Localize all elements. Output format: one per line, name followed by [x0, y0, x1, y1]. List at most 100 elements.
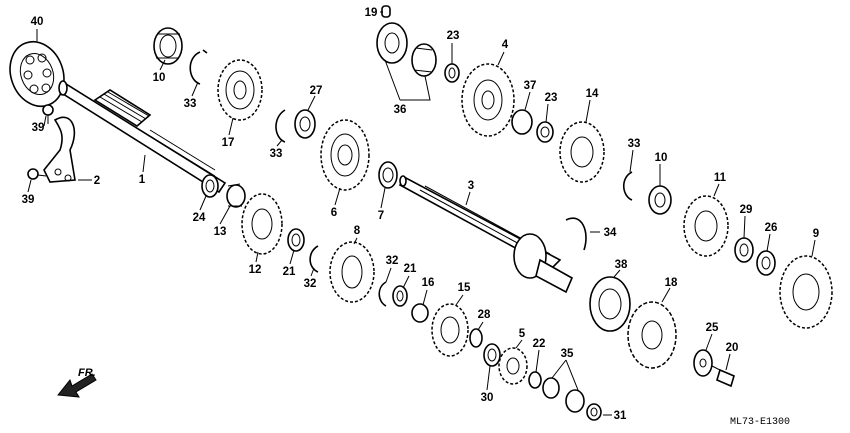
main-shaft-1	[58, 80, 227, 194]
washer-29	[734, 237, 754, 263]
callout-10-left: 10	[153, 72, 166, 84]
gear-12	[241, 193, 283, 255]
callout-30: 30	[481, 392, 494, 404]
callout-6: 6	[331, 207, 337, 219]
circlip-33-c	[622, 171, 633, 201]
leader-lines	[27, 11, 816, 416]
bearing-40	[9, 40, 65, 108]
snap-ring-34	[565, 217, 587, 251]
callout-8: 8	[354, 225, 361, 237]
bearing-35	[542, 377, 585, 413]
callout-17: 17	[222, 137, 235, 149]
callout-20: 20	[726, 342, 739, 354]
gear-6	[320, 119, 370, 191]
gear-4	[461, 63, 515, 137]
callout-1: 1	[139, 174, 146, 186]
callout-36: 36	[394, 104, 407, 116]
callout-14: 14	[586, 88, 599, 100]
callout-33-c: 33	[628, 138, 641, 150]
callout-15: 15	[458, 282, 471, 294]
washer-25	[693, 349, 713, 377]
callout-33-b: 33	[270, 148, 283, 160]
callout-39-upper: 39	[32, 122, 45, 134]
gear-11	[683, 195, 729, 257]
callout-37: 37	[524, 80, 537, 92]
gear-15	[431, 303, 469, 357]
callout-16: 16	[422, 277, 435, 289]
callout-38: 38	[615, 259, 628, 271]
circlip-32-a	[309, 245, 319, 273]
washer-24	[201, 174, 219, 198]
callout-12: 12	[249, 264, 262, 276]
callout-22: 22	[533, 338, 546, 350]
gear-8	[329, 241, 375, 303]
callout-28: 28	[478, 309, 491, 321]
front-direction-label: FR.	[78, 367, 96, 379]
washer-23-b	[536, 121, 554, 143]
bearing-38	[589, 276, 631, 332]
callout-21-b: 21	[404, 263, 417, 275]
callout-19: 19	[365, 7, 378, 19]
callout-7: 7	[378, 210, 384, 222]
callout-5: 5	[519, 328, 526, 340]
washer-26	[756, 250, 776, 276]
callout-39-lower: 39	[22, 194, 35, 206]
washer-23-a	[444, 63, 460, 83]
pin-19	[381, 5, 391, 18]
circlip-33-a	[189, 49, 208, 85]
callout-32-b: 32	[386, 255, 399, 267]
bolt-39-lower	[27, 168, 47, 180]
callout-33-a: 33	[184, 98, 197, 110]
callout-9: 9	[813, 228, 819, 240]
callout-4: 4	[502, 39, 509, 51]
callout-24: 24	[193, 212, 206, 224]
callout-31: 31	[614, 410, 627, 422]
washer-22	[528, 371, 542, 389]
callout-10-right: 10	[655, 152, 668, 164]
washer-31	[586, 403, 602, 421]
washer-30	[483, 343, 501, 367]
sprocket-18	[627, 301, 677, 369]
callout-13: 13	[214, 226, 227, 238]
bolt-39-upper	[42, 104, 54, 124]
callout-23-a: 23	[447, 30, 460, 42]
collar-10-right	[648, 185, 672, 215]
bolt-20	[711, 365, 735, 388]
washer-21-b	[392, 285, 408, 307]
callout-11: 11	[714, 172, 727, 184]
callout-labels: 40 10 33 17 27 33 6 7 1 2 39 39 24 13 12…	[22, 7, 820, 422]
bearing-36	[376, 22, 437, 77]
gear-9	[779, 255, 833, 329]
callout-32-a: 32	[304, 278, 317, 290]
callout-3: 3	[468, 180, 474, 192]
callout-18: 18	[665, 277, 678, 289]
collar-13	[226, 183, 246, 208]
washer-21-a	[287, 228, 305, 252]
callout-23-b: 23	[545, 92, 558, 104]
callout-26: 26	[765, 222, 778, 234]
callout-25: 25	[706, 322, 719, 334]
callout-35: 35	[561, 348, 574, 360]
gear-5	[498, 347, 528, 385]
circlip-32-b	[378, 281, 387, 307]
callout-27: 27	[310, 85, 323, 97]
callout-34: 34	[604, 227, 617, 239]
callout-2: 2	[94, 175, 100, 187]
washer-27	[294, 109, 316, 139]
countershaft-3	[398, 175, 574, 294]
collar-7	[378, 161, 398, 189]
callout-21-a: 21	[283, 266, 296, 278]
bearing-37	[511, 109, 533, 135]
gear-14	[559, 121, 605, 183]
collar-10-left	[153, 27, 183, 65]
front-direction-arrow	[57, 373, 97, 398]
gear-17	[217, 59, 263, 121]
diagram-code: ML73-E1300	[730, 417, 790, 428]
callout-29: 29	[740, 204, 753, 216]
callout-40: 40	[31, 16, 44, 28]
circlip-33-b	[275, 109, 286, 143]
washer-28	[469, 328, 483, 348]
bracket-2	[43, 116, 76, 183]
bushing-16	[411, 303, 429, 323]
